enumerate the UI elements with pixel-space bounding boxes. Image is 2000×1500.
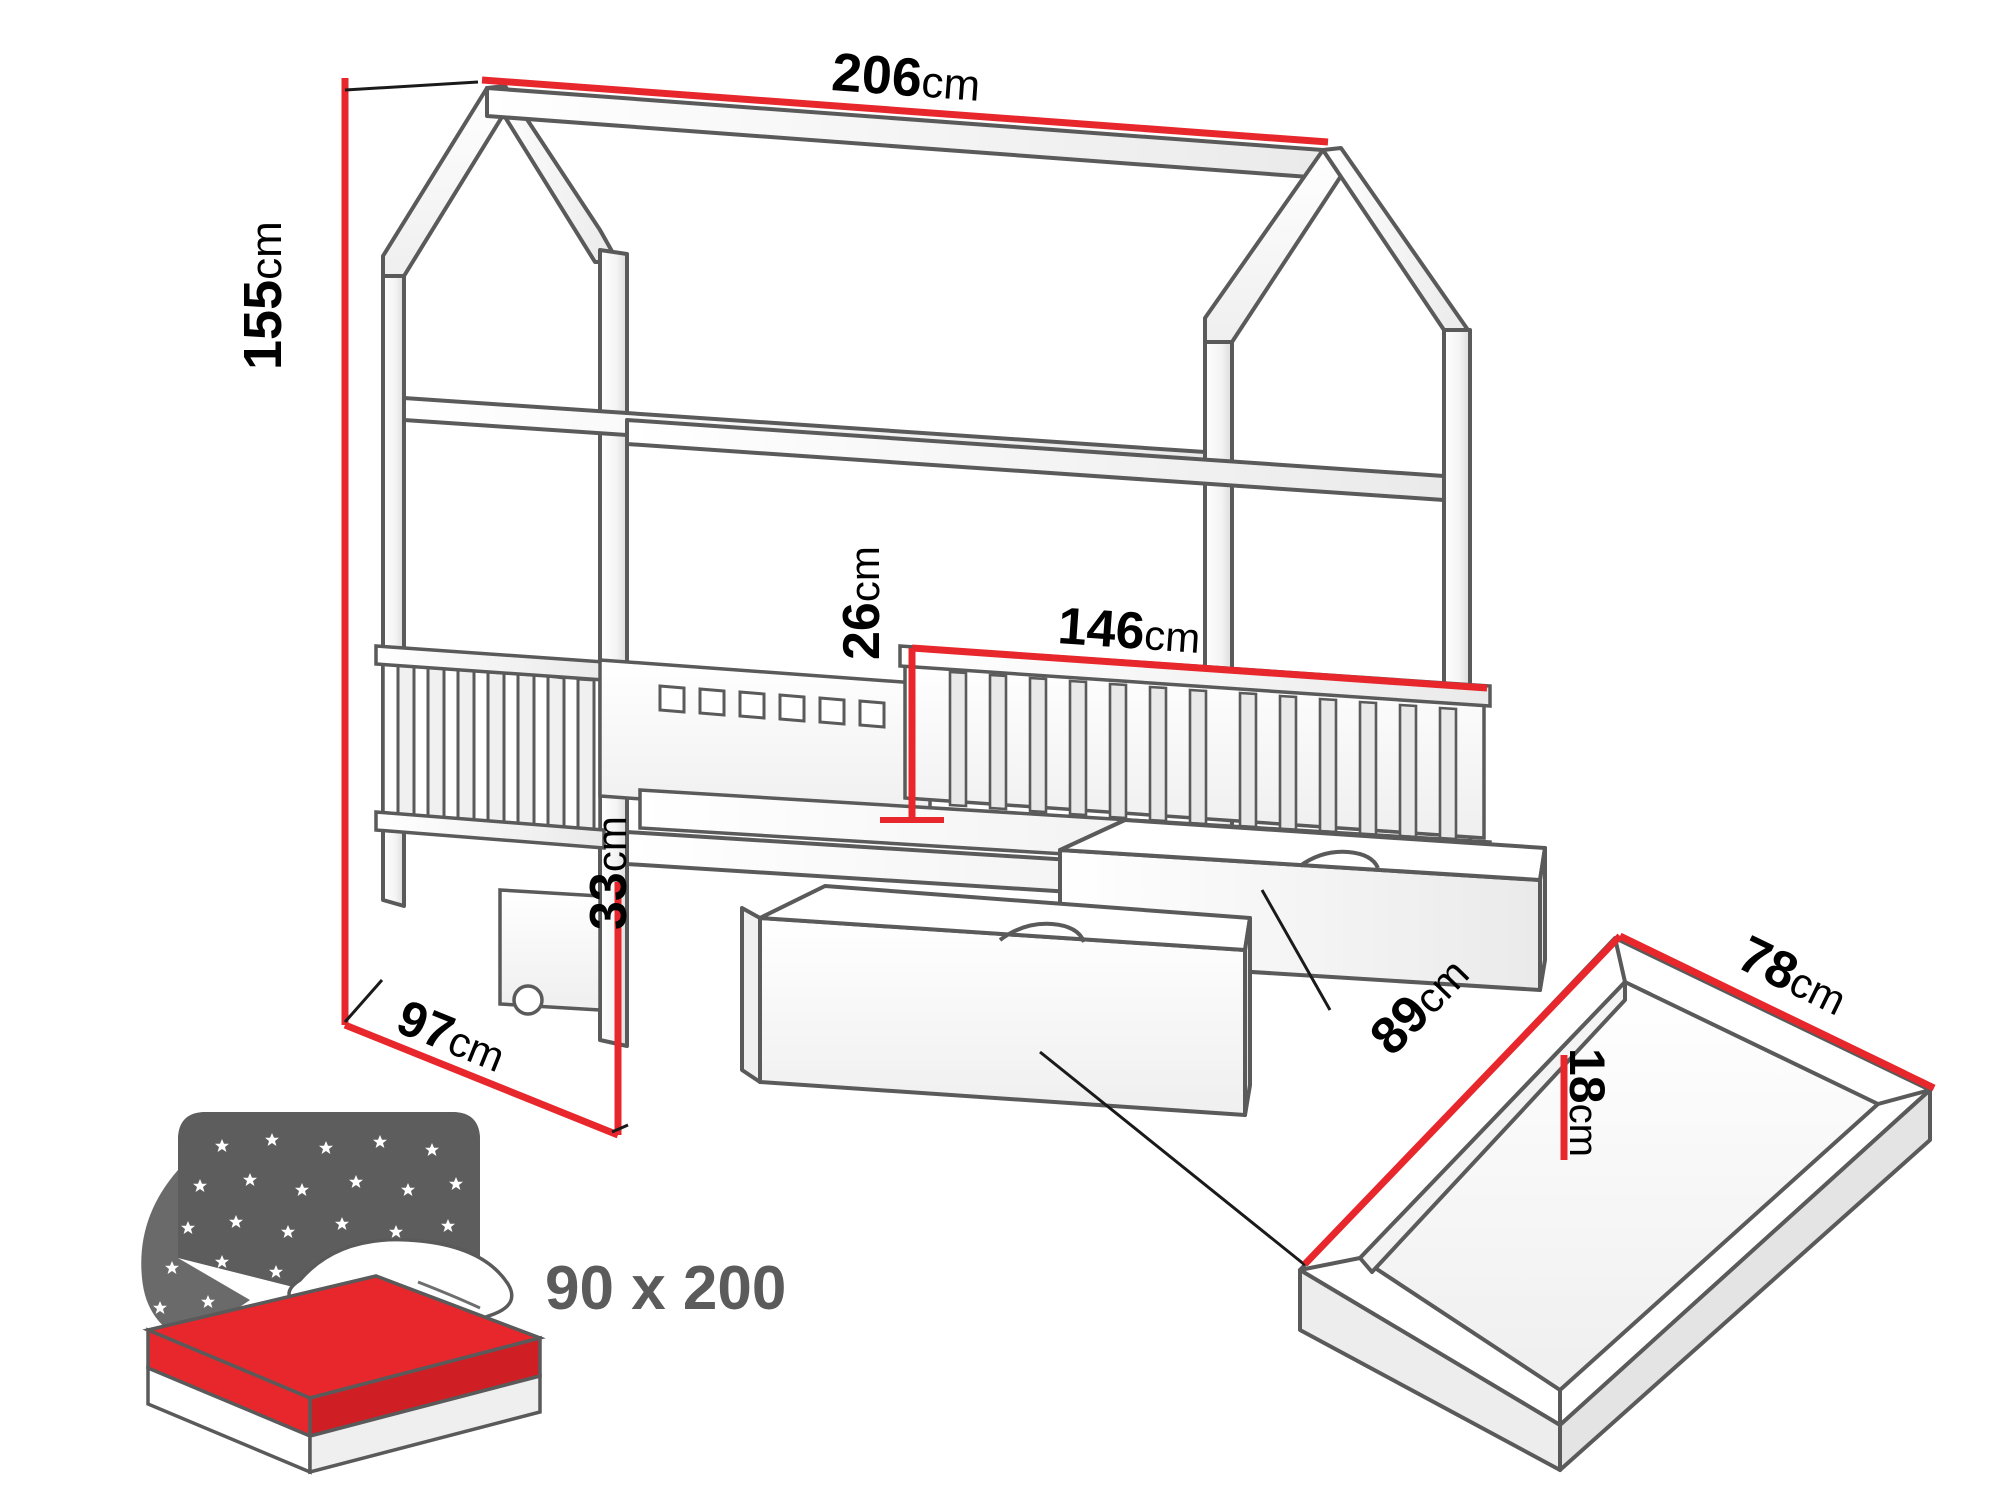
bed-foot-detail bbox=[498, 888, 602, 1016]
left-guard-rail bbox=[374, 644, 606, 850]
under-bed-drawers bbox=[740, 818, 1547, 1117]
dimension-18cm: 18cm bbox=[1559, 1048, 1615, 1157]
dimension-155cm: 155cm bbox=[233, 221, 293, 370]
extension-lines bbox=[343, 80, 629, 1134]
back-panel-cutouts bbox=[598, 658, 932, 822]
mattress-icon bbox=[141, 1112, 546, 1475]
detached-drawer bbox=[1298, 936, 1932, 1472]
dimension-33cm: 33cm bbox=[580, 816, 638, 930]
mattress-size-label: 90 x 200 bbox=[545, 1254, 787, 1323]
dimension-lines-red bbox=[341, 76, 1936, 1267]
leader-lines bbox=[1039, 889, 1332, 1267]
dimension-206cm: 206cm bbox=[829, 42, 982, 111]
dimension-26cm: 26cm bbox=[833, 546, 891, 660]
dimension-146cm: 146cm bbox=[1055, 597, 1202, 662]
